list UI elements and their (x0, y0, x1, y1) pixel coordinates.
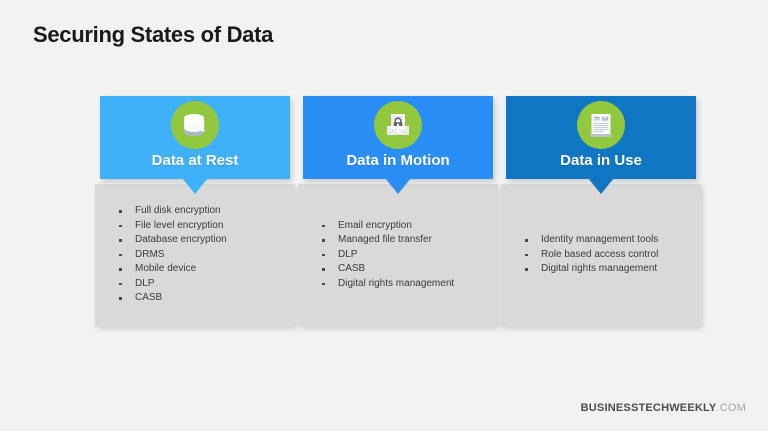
icon-badge (374, 101, 422, 149)
list-item: Mobile device (113, 262, 295, 277)
list-item: Managed file transfer (316, 233, 498, 248)
icon-badge (577, 101, 625, 149)
list-item: Role based access control (519, 248, 701, 263)
list-item: Identity management tools (519, 233, 701, 248)
database-icon (180, 110, 210, 140)
list-item: Digital rights management (519, 262, 701, 277)
icon-badge (171, 101, 219, 149)
bullet-list: Email encryption Managed file transfer D… (298, 219, 498, 292)
list-item: DRMS (113, 248, 295, 263)
card-data-in-use: Data in Use Identity management tools Ro… (501, 96, 701, 331)
list-item: File level encryption (113, 219, 295, 234)
card-body-data-at-rest: Full disk encryption File level encrypti… (95, 184, 295, 326)
envelope-lock-icon (383, 110, 413, 140)
list-item: Email encryption (316, 219, 498, 234)
card-data-at-rest: Data at Rest Full disk encryption File l… (95, 96, 295, 331)
states-of-data-cards: Data at Rest Full disk encryption File l… (0, 96, 768, 331)
card-body-data-in-use: Identity management tools Role based acc… (501, 184, 701, 326)
card-pointer-triangle (588, 178, 614, 194)
card-pointer-triangle (182, 178, 208, 194)
list-item: DLP (113, 277, 295, 292)
bullet-list: Full disk encryption File level encrypti… (95, 204, 295, 306)
document-icon (586, 110, 616, 140)
card-title: Data in Motion (346, 152, 450, 169)
card-data-in-motion: Data in Motion Email encryption Managed … (298, 96, 498, 331)
card-body-data-in-motion: Email encryption Managed file transfer D… (298, 184, 498, 326)
bullet-list: Identity management tools Role based acc… (501, 233, 701, 277)
footer-branding: BUSINESSTECHWEEKLY.COM (581, 402, 746, 414)
list-item: CASB (113, 291, 295, 306)
card-title: Data in Use (560, 152, 642, 169)
brand-name: BUSINESSTECHWEEKLY (580, 402, 717, 414)
list-item: Full disk encryption (113, 204, 295, 219)
list-item: DLP (316, 248, 498, 263)
list-item: Database encryption (113, 233, 295, 248)
brand-tld: .COM (716, 402, 746, 414)
page-title: Securing States of Data (33, 22, 274, 47)
card-header-data-in-motion: Data in Motion (303, 96, 493, 179)
list-item: CASB (316, 262, 498, 277)
card-pointer-triangle (385, 178, 411, 194)
card-header-data-at-rest: Data at Rest (100, 96, 290, 179)
card-title: Data at Rest (151, 152, 239, 169)
card-header-data-in-use: Data in Use (506, 96, 696, 179)
list-item: Digital rights management (316, 277, 498, 292)
